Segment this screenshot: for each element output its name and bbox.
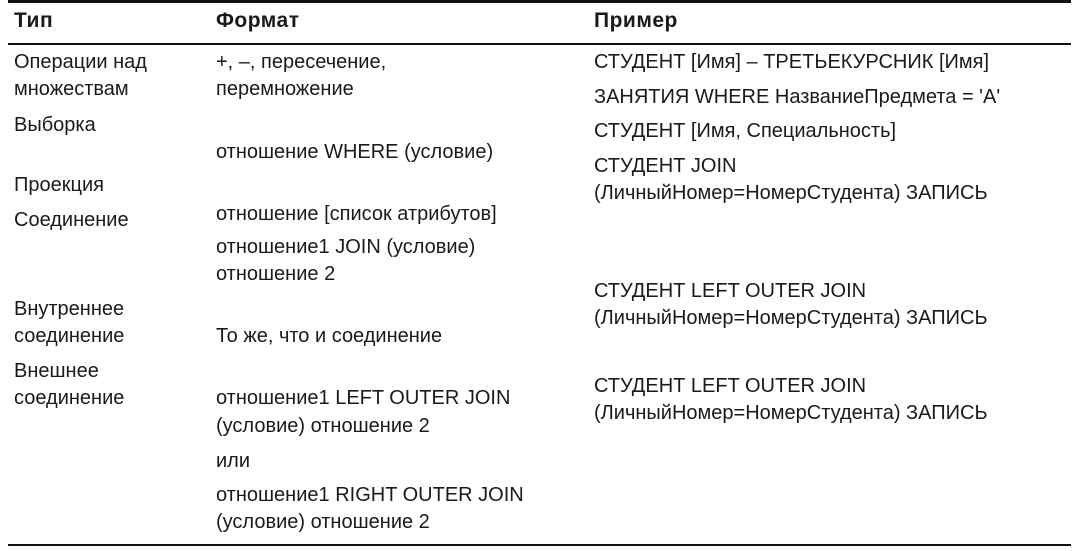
format-inner: То же, что и соединение <box>216 325 443 347</box>
format-selection: отношение WHERE (условие) <box>216 141 494 163</box>
column-header-format: Формат <box>216 9 300 32</box>
example-inner-line1: СТУДЕНТ LEFT OUTER JOIN <box>594 280 867 302</box>
type-outer-line1: Внешнее <box>14 360 99 382</box>
example-selection: ЗАНЯТИЯ WHERE НазваниеПредмета = 'A' <box>594 86 1001 108</box>
format-outer-right-line2: (условие) отношение 2 <box>216 511 430 533</box>
example-outer-line1: СТУДЕНТ LEFT OUTER JOIN <box>594 375 867 397</box>
type-set-ops-line2: множествам <box>14 78 129 100</box>
header-rule <box>8 43 1071 45</box>
type-projection: Проекция <box>14 174 104 196</box>
format-outer-right-line1: отношение1 RIGHT OUTER JOIN <box>216 484 524 506</box>
example-inner-line2: (ЛичныйНомер=НомерСтудента) ЗАПИСЬ <box>594 307 988 329</box>
format-join-line1: отношение1 JOIN (условие) <box>216 236 476 258</box>
type-selection: Выборка <box>14 114 96 136</box>
format-projection: отношение [список атрибутов] <box>216 203 497 225</box>
example-join-line1: СТУДЕНТ JOIN <box>594 155 737 177</box>
format-set-ops-line2: перемножение <box>216 78 354 100</box>
column-header-type: Тип <box>14 9 54 32</box>
example-projection: СТУДЕНТ [Имя, Специальность] <box>594 120 897 142</box>
format-outer-left-line2: (условие) отношение 2 <box>216 415 430 437</box>
type-inner-line2: соединение <box>14 325 125 347</box>
example-set-ops: СТУДЕНТ [Имя] – ТРЕТЬЕКУРСНИК [Имя] <box>594 51 990 73</box>
format-outer-left-line1: отношение1 LEFT OUTER JOIN <box>216 387 511 409</box>
table-bottom-rule <box>8 544 1071 546</box>
type-inner-line1: Внутреннее <box>14 298 125 320</box>
type-outer-line2: соединение <box>14 387 125 409</box>
type-join: Соединение <box>14 209 129 231</box>
format-join-line2: отношение 2 <box>216 263 336 285</box>
table-top-rule <box>8 0 1071 3</box>
format-or: или <box>216 450 251 472</box>
example-outer-line2: (ЛичныйНомер=НомерСтудента) ЗАПИСЬ <box>594 402 988 424</box>
column-header-example: Пример <box>594 9 678 32</box>
format-set-ops-line1: +, –, пересечение, <box>216 51 387 73</box>
type-set-ops-line1: Операции над <box>14 51 147 73</box>
example-join-line2: (ЛичныйНомер=НомерСтудента) ЗАПИСЬ <box>594 182 988 204</box>
